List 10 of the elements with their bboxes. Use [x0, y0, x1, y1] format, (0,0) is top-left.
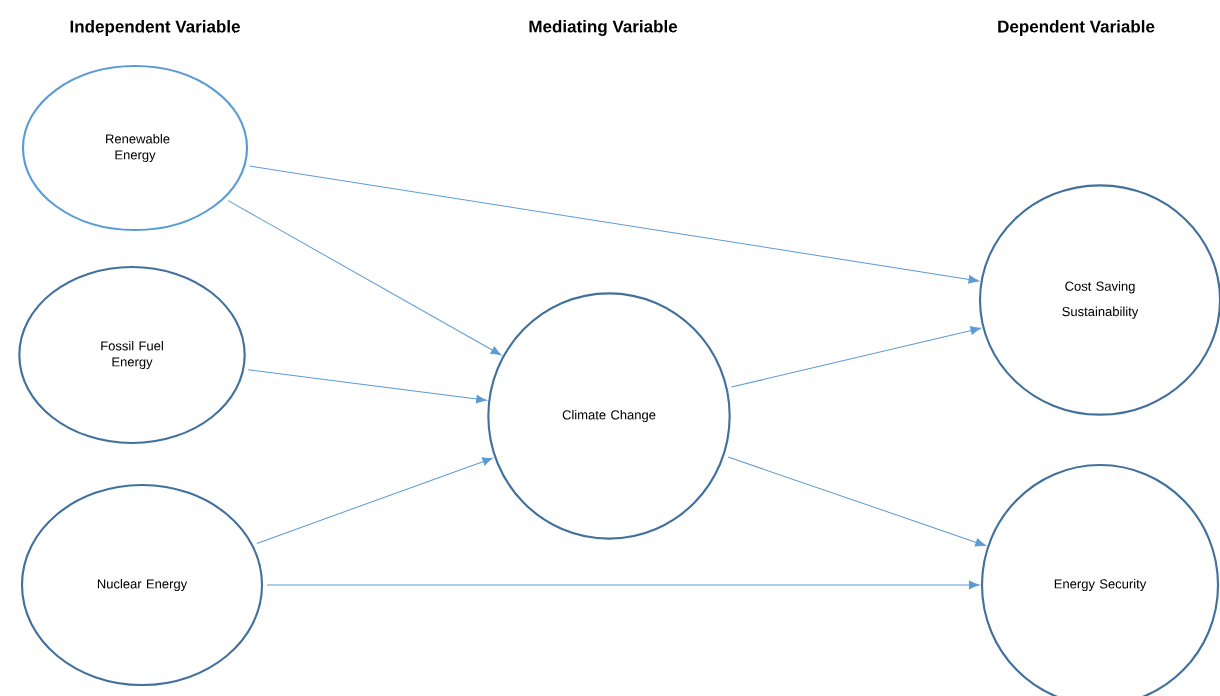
column-heading: Mediating Variable [529, 20, 678, 36]
arrow [249, 165, 980, 284]
arrow [256, 457, 493, 544]
column-heading: Dependent Variable [998, 20, 1155, 36]
arrow [730, 326, 982, 388]
arrow [266, 580, 980, 590]
arrow [247, 369, 487, 404]
column-heading: Independent Variable [70, 20, 240, 36]
arrow [727, 456, 986, 547]
arrow [227, 200, 502, 356]
